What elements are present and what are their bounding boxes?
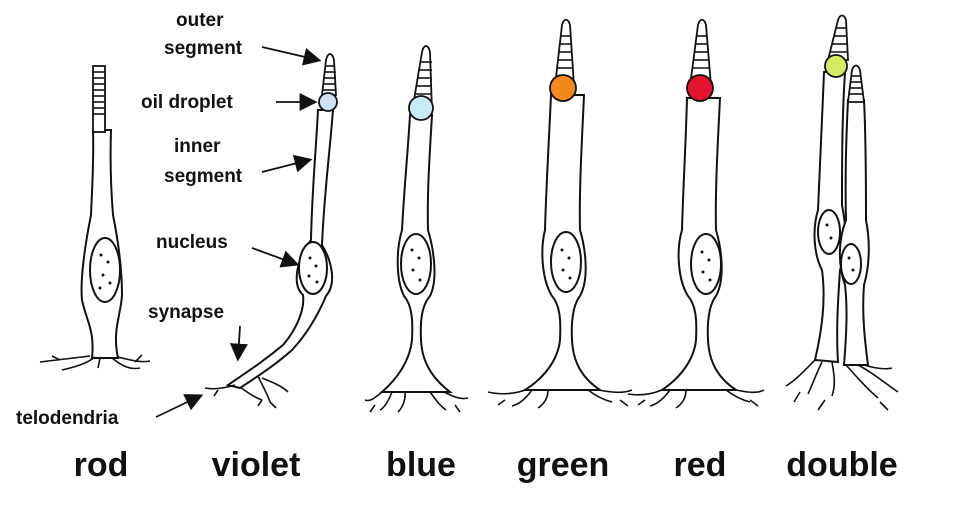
double-nucleus-1 [817, 209, 841, 255]
label-telodendria: telodendria [16, 408, 119, 429]
arrow-synapse [229, 325, 248, 362]
label-outer-line1: outer [176, 10, 224, 31]
double-nucleus-2 [840, 243, 862, 285]
label-oil-droplet: oil droplet [141, 92, 234, 113]
annotations: outer segment oil droplet inner segment … [16, 10, 322, 429]
double-cone [785, 14, 899, 411]
green-nucleus [550, 231, 582, 293]
arrow-telodendria [155, 394, 204, 418]
green-oil-droplet [549, 74, 577, 102]
caption-rod: rod [74, 446, 129, 484]
violet-oil-droplet [318, 92, 338, 112]
violet-nucleus [298, 241, 328, 295]
red-oil-droplet [686, 74, 714, 102]
cell-captions: rod violet blue green red double [74, 446, 898, 484]
label-nucleus: nucleus [156, 232, 228, 253]
red-nucleus [690, 233, 722, 295]
label-inner-line1: inner [174, 136, 221, 157]
red-cone [627, 18, 765, 409]
rod-outer-segment-stripes [93, 71, 105, 115]
caption-blue: blue [386, 446, 456, 484]
arrow-nucleus [251, 247, 300, 268]
violet-cone [204, 53, 338, 409]
label-outer-line2: segment [164, 38, 243, 59]
arrow-inner-segment [261, 154, 313, 173]
blue-oil-droplet [408, 95, 434, 121]
label-synapse: synapse [148, 302, 224, 323]
caption-double: double [786, 446, 897, 484]
arrow-outer-segment [261, 46, 322, 66]
rod-cell [39, 65, 151, 371]
green-cone [487, 18, 633, 409]
caption-green: green [517, 446, 610, 484]
rod-nucleus [89, 237, 121, 303]
caption-red: red [674, 446, 727, 484]
blue-nucleus [400, 233, 432, 295]
blue-cone [364, 45, 469, 413]
double-oil-droplet [824, 54, 848, 78]
label-inner-line2: segment [164, 166, 243, 187]
caption-violet: violet [212, 446, 301, 484]
